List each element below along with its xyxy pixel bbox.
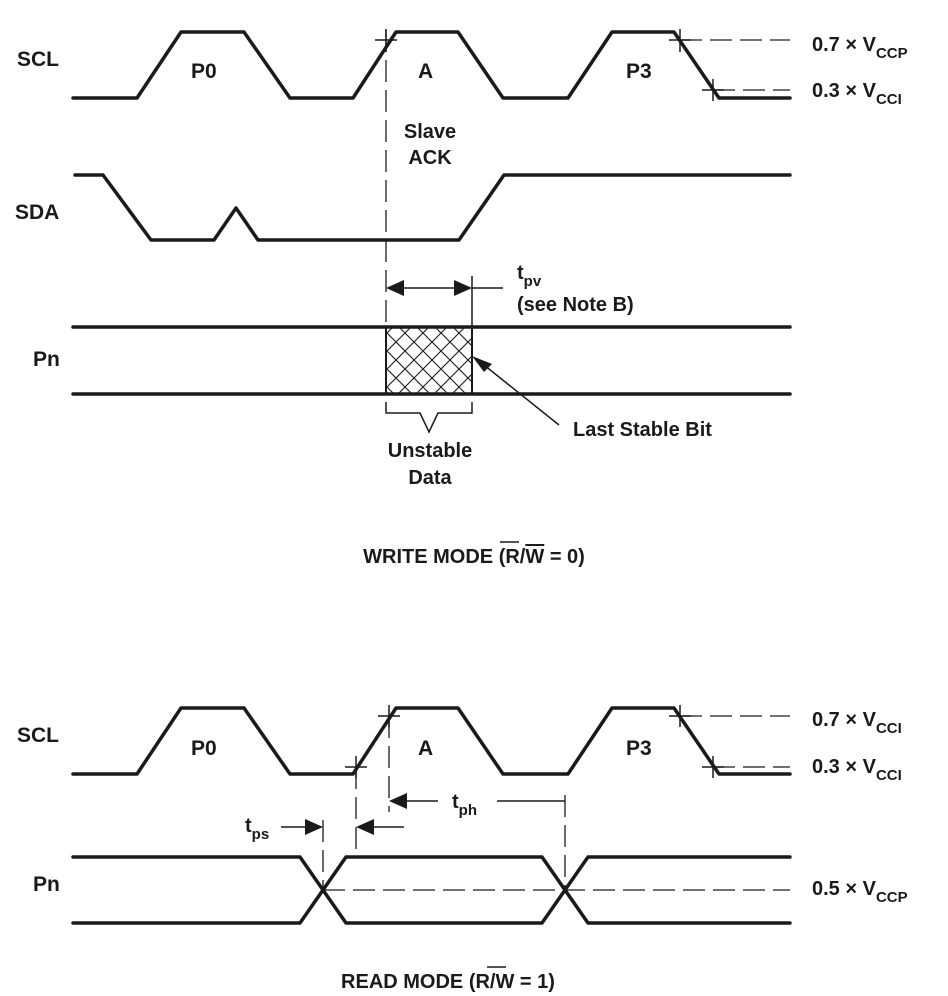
tps-label: tps (245, 815, 269, 843)
write-mode-section: SCL SDA Pn P0 A P3 0.7 × VCCP 0.3 × VCCI… (15, 29, 908, 568)
write-scl-label: SCL (17, 48, 59, 71)
write-pulse-p3: P3 (626, 60, 652, 83)
unstable-data-brace (385, 402, 473, 434)
read-pn-lower-waveform (71, 855, 792, 925)
tph-label: tph (452, 791, 477, 819)
read-mid-threshold-label: 0.5 × VCCP (812, 878, 908, 906)
read-scl-label: SCL (17, 724, 59, 747)
write-pulse-a: A (418, 60, 433, 83)
last-stable-bit-leader (483, 364, 560, 426)
read-pulse-a: A (418, 737, 433, 760)
tps-arrowhead (305, 819, 323, 835)
write-low-threshold-label: 0.3 × VCCI (812, 80, 902, 108)
read-pulse-p3: P3 (626, 737, 652, 760)
slave-ack-label-line1: Slave (404, 121, 456, 143)
unstable-data-label-line2: Data (408, 467, 452, 489)
read-pn-label: Pn (33, 873, 60, 896)
read-high-threshold-label: 0.7 × VCCI (812, 709, 902, 737)
read-pn-upper-waveform (71, 855, 792, 925)
read-mode-section: SCL Pn P0 A P3 0.7 × VCCI 0.3 × VCCI tps (17, 705, 908, 993)
unstable-data-region (385, 326, 473, 395)
write-mode-title: WRITE MODE (R/W = 0) (363, 546, 585, 568)
tpv-label: tpv (517, 262, 542, 290)
tpv-arrowhead-right (454, 280, 472, 296)
write-sda-waveform (73, 173, 792, 242)
read-low-threshold-label: 0.3 × VCCI (812, 756, 902, 784)
write-sda-label: SDA (15, 201, 59, 224)
read-mode-title: READ MODE (R/W = 1) (341, 971, 555, 993)
read-scl-waveform (71, 706, 792, 776)
see-note-b-label: (see Note B) (517, 294, 634, 316)
tph-arrowhead-left (389, 793, 407, 809)
write-pulse-p0: P0 (191, 60, 217, 83)
read-pulse-p0: P0 (191, 737, 217, 760)
tpv-arrowhead-left (386, 280, 404, 296)
write-high-threshold-label: 0.7 × VCCP (812, 34, 908, 62)
tps-right-arrowhead (356, 819, 374, 835)
unstable-data-label-line1: Unstable (388, 440, 472, 462)
last-stable-bit-label: Last Stable Bit (573, 419, 712, 441)
slave-ack-label-line2: ACK (408, 147, 452, 169)
write-scl-waveform (71, 30, 792, 100)
write-pn-label: Pn (33, 348, 60, 371)
last-stable-bit-arrowhead (472, 356, 492, 372)
